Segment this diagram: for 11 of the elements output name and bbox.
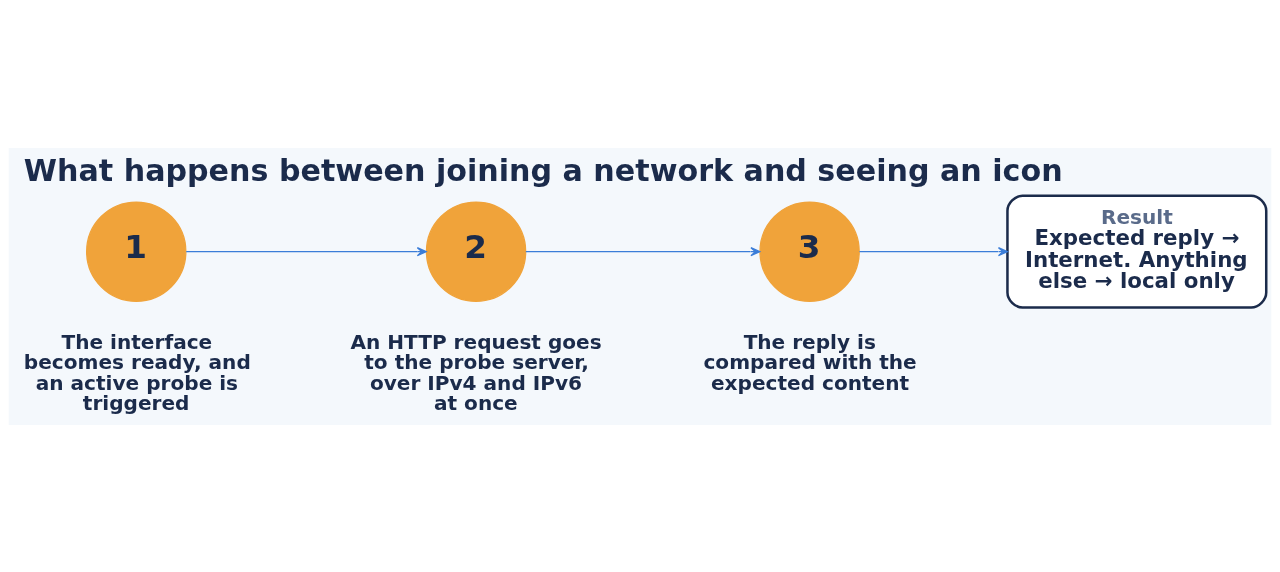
node-label: The reply is compared with the expected content: [703, 329, 917, 395]
node-label: The interface becomes ready, and an active probe is triggered: [23, 329, 251, 415]
arrow: [185, 246, 427, 256]
arrow: [525, 246, 761, 256]
node-circle: 3: [759, 200, 860, 302]
diagram-title: What happens between joining a network and seeing an icon: [23, 152, 1063, 188]
node-circle: 2: [425, 200, 527, 302]
node-box: Result Expected reply → Internet. Anything else → local only: [1006, 194, 1268, 309]
node-label: An HTTP request goes to the probe server, over IPv4 and IPv6 at once: [350, 329, 602, 415]
arrow: [858, 246, 1008, 256]
node-circle: 1: [86, 200, 187, 302]
